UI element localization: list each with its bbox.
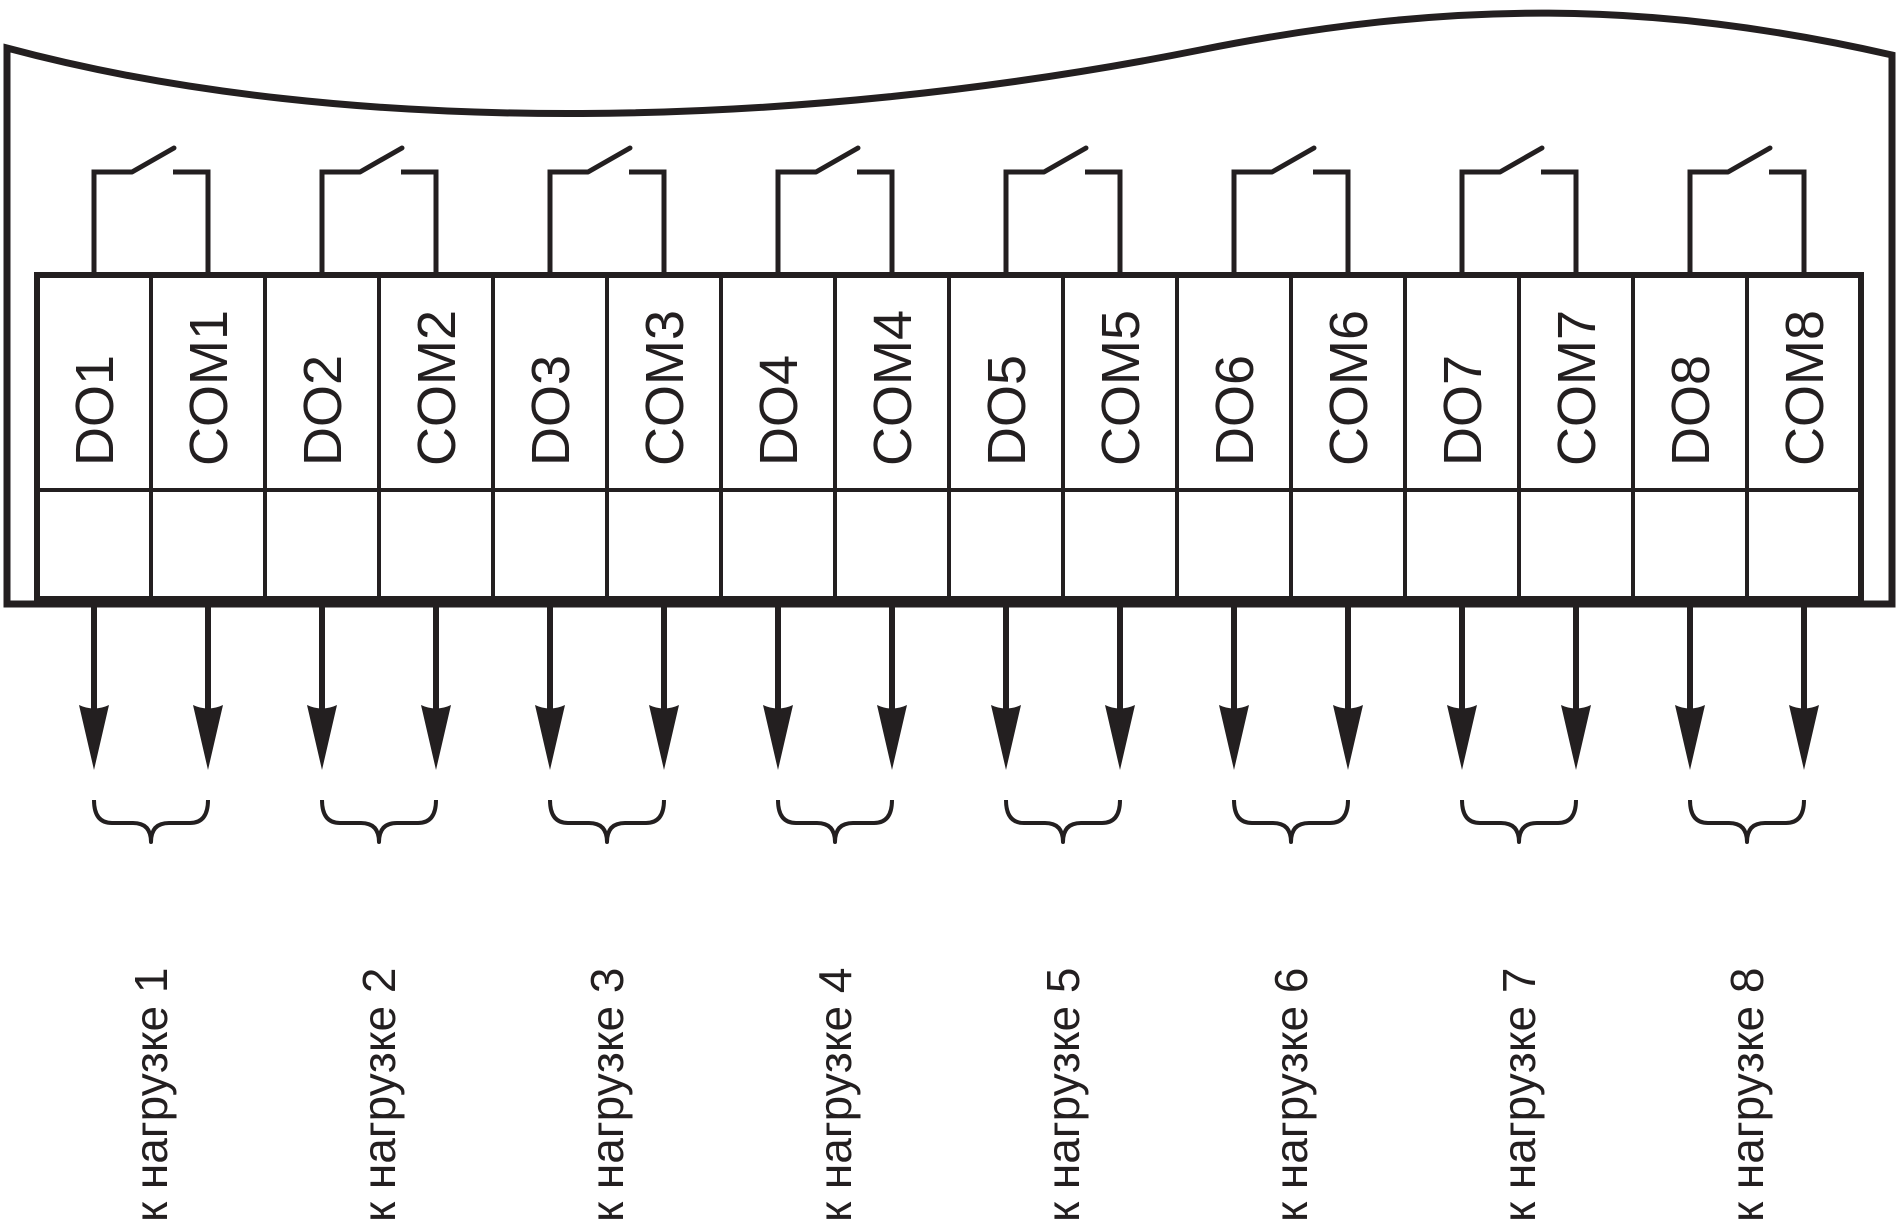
load-brace <box>1004 799 1122 844</box>
output-arrow-head <box>79 705 109 770</box>
output-arrow-head <box>1105 705 1135 770</box>
output-arrow-head <box>1789 705 1819 770</box>
relay-contact-blade <box>129 145 177 175</box>
relay-contact-right-lead <box>629 169 667 275</box>
relay-contact-5 <box>1003 145 1123 275</box>
load-brace <box>320 799 438 844</box>
terminal-label-do: DO5 <box>977 355 1037 466</box>
relay-contact-2 <box>319 145 439 275</box>
terminal-label-com: COM2 <box>407 310 467 466</box>
relay-contact-blade <box>1725 145 1773 175</box>
relay-contact-right-lead <box>401 169 439 275</box>
load-label: к нагрузке 5 <box>1037 968 1089 1222</box>
terminal-label-com: COM8 <box>1775 310 1835 466</box>
terminal-label-do: DO4 <box>749 355 809 466</box>
output-arrow-head <box>877 705 907 770</box>
terminal-label-com: COM6 <box>1319 310 1379 466</box>
relay-contact-blade <box>1041 145 1089 175</box>
relay-contact-blade <box>357 145 405 175</box>
load-label: к нагрузке 6 <box>1265 968 1317 1222</box>
relay-contact-left-lead <box>1459 169 1500 275</box>
load-label: к нагрузке 3 <box>581 968 633 1222</box>
relay-contacts <box>91 145 1807 275</box>
load-label: к нагрузке 4 <box>809 968 861 1222</box>
output-arrow-head <box>1675 705 1705 770</box>
relay-contact-right-lead <box>1313 169 1351 275</box>
load-label: к нагрузке 7 <box>1493 968 1545 1222</box>
output-arrow-head <box>1333 705 1363 770</box>
relay-contact-left-lead <box>775 169 816 275</box>
relay-contact-8 <box>1687 145 1807 275</box>
relay-contact-right-lead <box>1769 169 1807 275</box>
load-brace <box>1688 799 1806 844</box>
terminal-label-do: DO8 <box>1661 355 1721 466</box>
relay-contact-blade <box>585 145 633 175</box>
terminal-dividers <box>149 275 1749 599</box>
output-arrow-head <box>1447 705 1477 770</box>
output-arrow-head <box>421 705 451 770</box>
relay-contact-left-lead <box>319 169 360 275</box>
relay-contact-right-lead <box>1541 169 1579 275</box>
load-label: к нагрузке 8 <box>1721 968 1773 1222</box>
load-label: к нагрузке 2 <box>353 968 405 1222</box>
relay-contact-left-lead <box>1231 169 1272 275</box>
terminal-label-com: COM4 <box>863 310 923 466</box>
load-braces <box>92 799 1806 844</box>
relay-contact-left-lead <box>1003 169 1044 275</box>
terminal-label-com: COM5 <box>1091 310 1151 466</box>
relay-contact-4 <box>775 145 895 275</box>
output-arrow-head <box>1561 705 1591 770</box>
relay-contact-7 <box>1459 145 1579 275</box>
output-arrow-head <box>763 705 793 770</box>
output-arrow-head <box>535 705 565 770</box>
terminal-label-do: DO2 <box>293 355 353 466</box>
channel-labels: DO1 COM1 к нагрузке 1 DO2 COM2 к нагрузке 2 DO… <box>65 310 1835 1222</box>
terminal-label-do: DO7 <box>1433 355 1493 466</box>
output-arrow-head <box>649 705 679 770</box>
output-arrow-head <box>193 705 223 770</box>
relay-contact-6 <box>1231 145 1351 275</box>
relay-contact-blade <box>813 145 861 175</box>
terminal-label-do: DO6 <box>1205 355 1265 466</box>
load-label: к нагрузке 1 <box>125 968 177 1222</box>
load-brace <box>1460 799 1578 844</box>
terminal-label-do: DO1 <box>65 355 125 466</box>
relay-contact-right-lead <box>857 169 895 275</box>
relay-contact-left-lead <box>1687 169 1728 275</box>
load-brace <box>1232 799 1350 844</box>
terminal-label-com: COM3 <box>635 310 695 466</box>
load-brace <box>92 799 210 844</box>
output-arrow-head <box>991 705 1021 770</box>
load-brace <box>548 799 666 844</box>
output-arrow-head <box>307 705 337 770</box>
load-brace <box>776 799 894 844</box>
relay-contact-right-lead <box>173 169 211 275</box>
terminal-label-com: COM7 <box>1547 310 1607 466</box>
device-housing <box>3 9 1896 608</box>
relay-contact-right-lead <box>1085 169 1123 275</box>
relay-contact-blade <box>1269 145 1317 175</box>
terminal-label-do: DO3 <box>521 355 581 466</box>
relay-contact-left-lead <box>91 169 132 275</box>
terminal-label-com: COM1 <box>179 310 239 466</box>
output-arrow-head <box>1219 705 1249 770</box>
relay-contact-3 <box>547 145 667 275</box>
relay-contact-1 <box>91 145 211 275</box>
output-arrows <box>79 604 1819 770</box>
relay-contact-blade <box>1497 145 1545 175</box>
relay-contact-left-lead <box>547 169 588 275</box>
